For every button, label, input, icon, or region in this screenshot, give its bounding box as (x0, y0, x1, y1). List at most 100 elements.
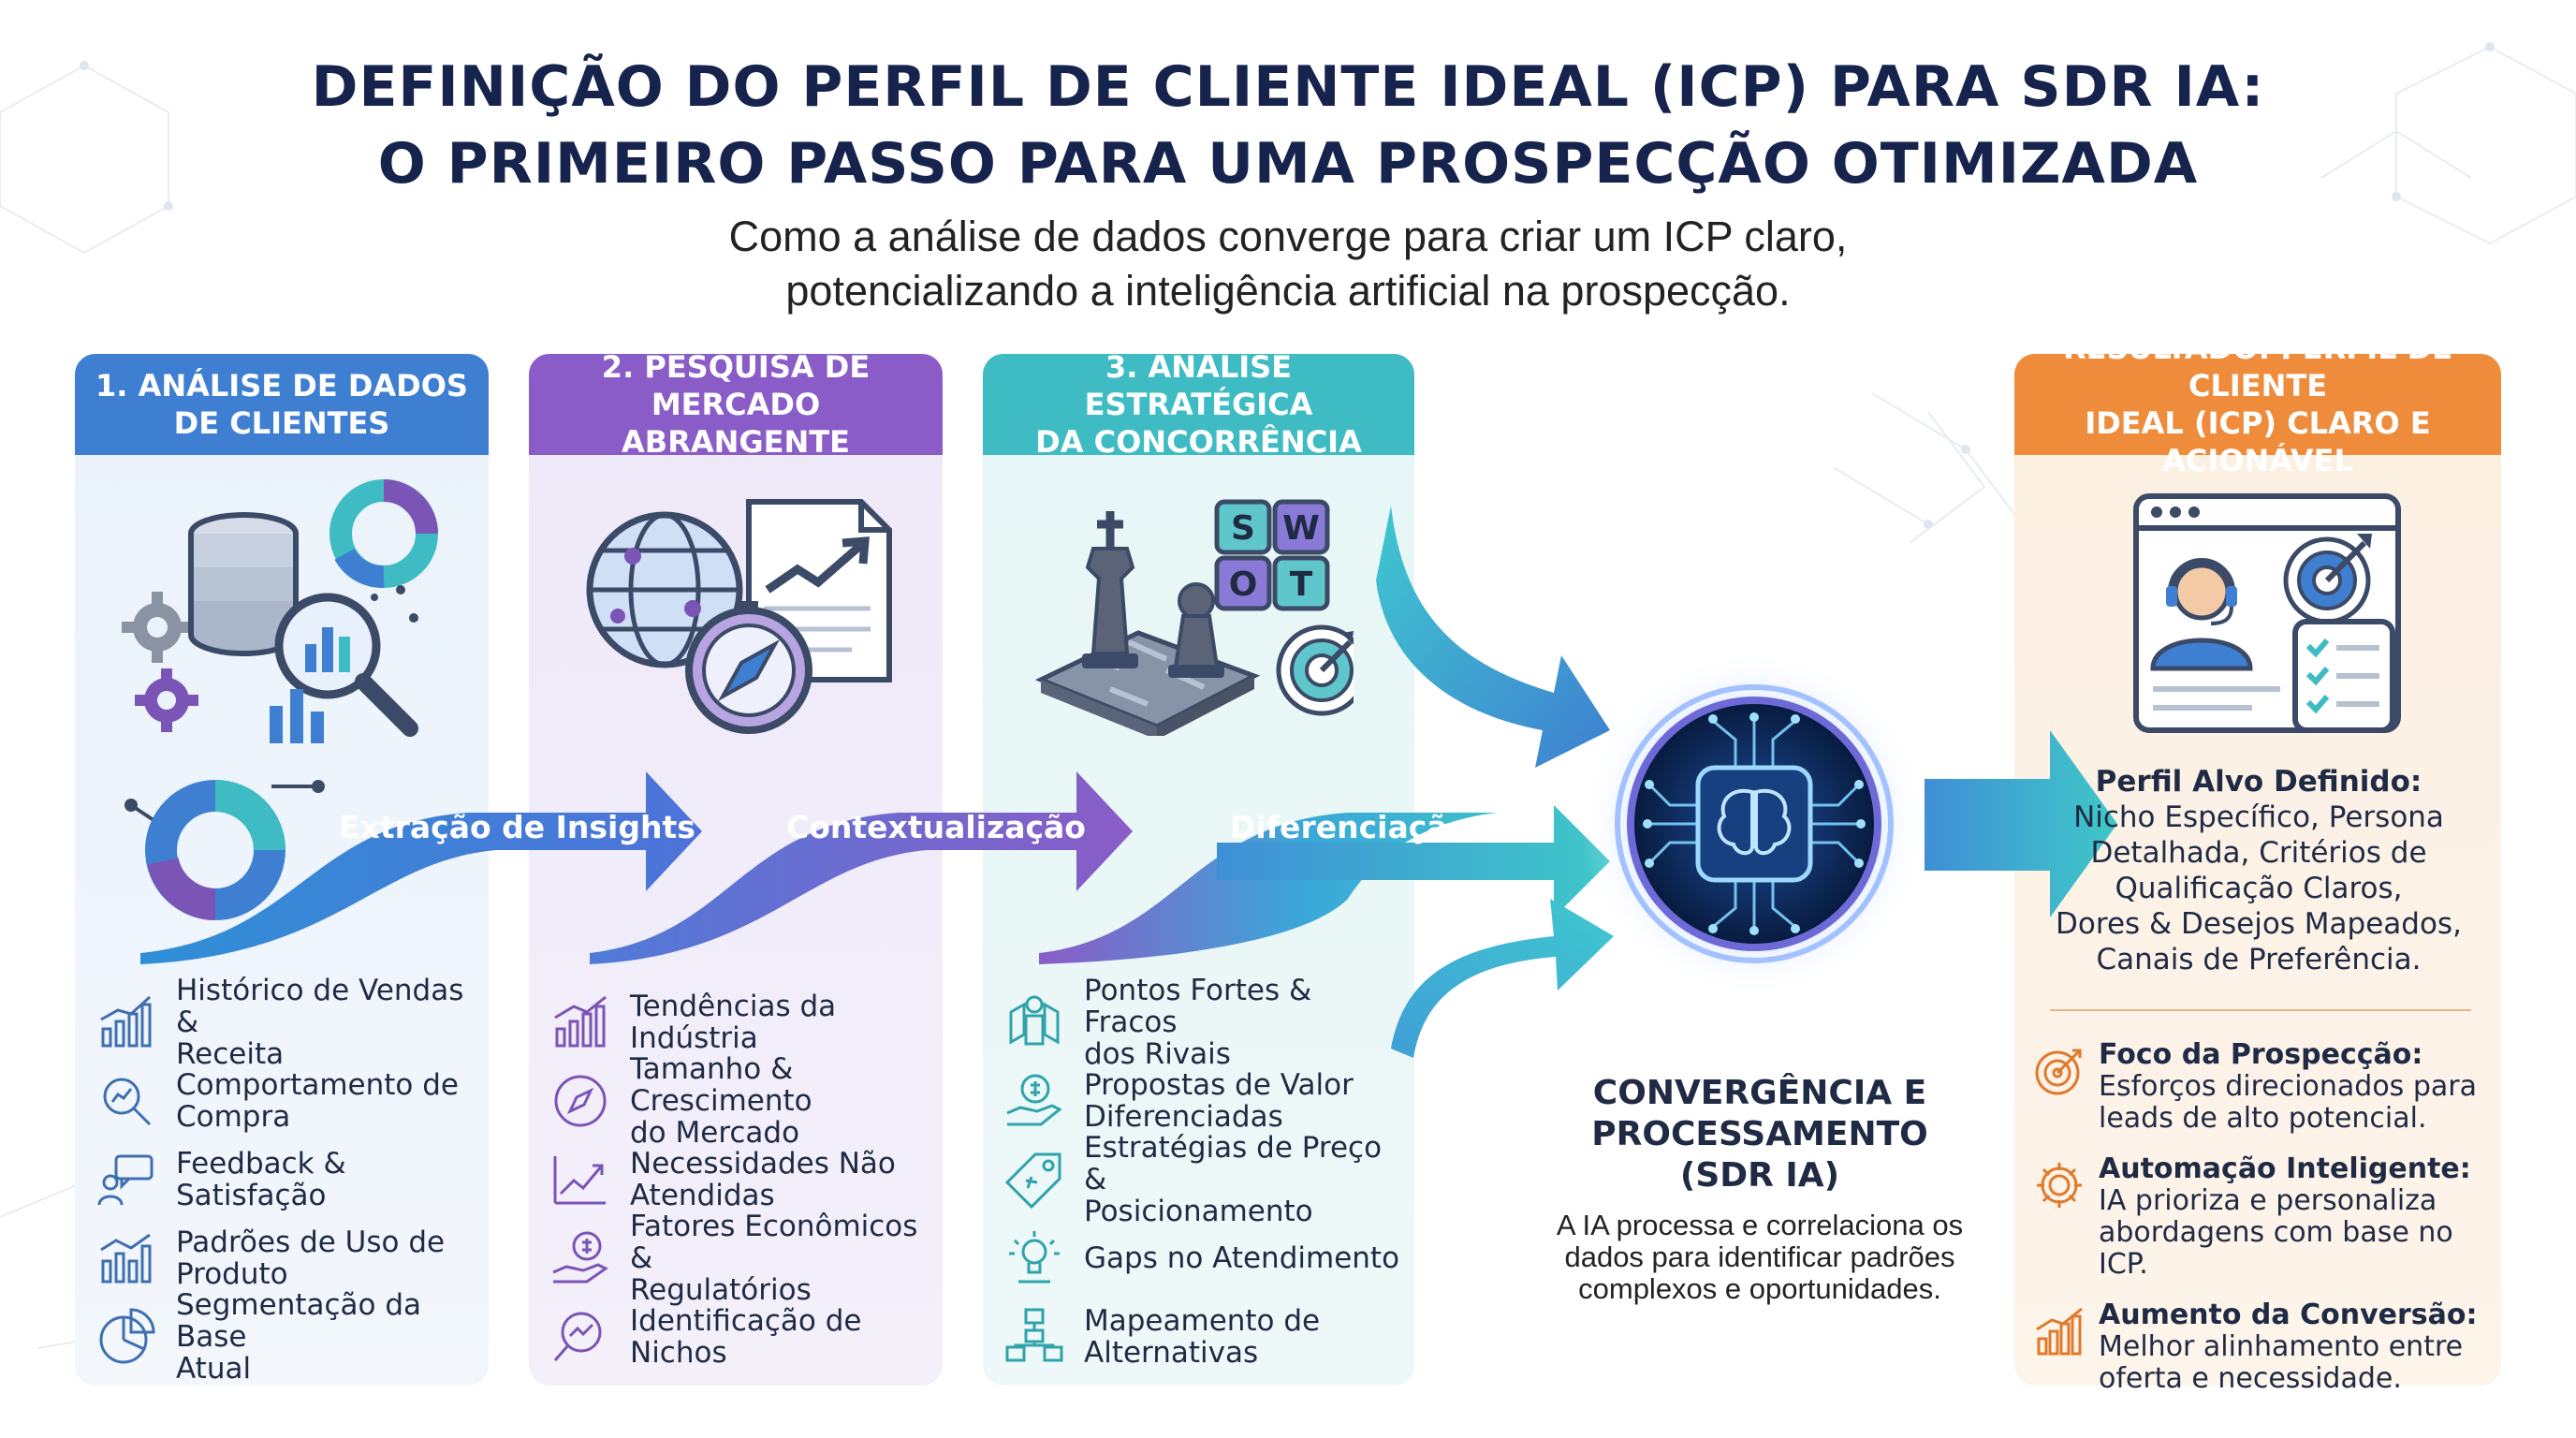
profile-line: Dores & Desejos Mapeados, (2056, 907, 2462, 941)
list-item-line-1: Segmentação da Base (176, 1288, 422, 1354)
list-item-line-1: Gaps no Atendimento (1084, 1241, 1400, 1275)
convergence-title-line-1: CONVERGÊNCIA E (1592, 1074, 1927, 1112)
list-item-line-1: Identificação de Nichos (630, 1304, 862, 1370)
list-item-line-2: Compra (176, 1100, 291, 1134)
profile-line: Detalhada, Critérios de (2090, 836, 2427, 870)
bar-chart-icon (100, 995, 152, 1048)
chess-pawn-icon (1168, 582, 1224, 678)
price-tag-icon (1004, 1152, 1061, 1210)
list-item-line-1: Tamanho & Crescimento (630, 1052, 812, 1118)
convergence-desc-line-3: complexos e oportunidades. (1578, 1272, 1941, 1305)
result-item: Automação Inteligente: IA prioriza e per… (2033, 1153, 2492, 1281)
profile-line: Canais de Preferência. (2096, 943, 2422, 976)
column-header-line-2: ABRANGENTE (622, 424, 850, 460)
page-title: DEFINIÇÃO DO PERFIL DE CLIENTE IDEAL (IC… (0, 49, 2576, 202)
flow-label-context: Contextualização (786, 809, 1086, 845)
result-item: Aumento da Conversão: Melhor alinhamento… (2033, 1299, 2492, 1395)
list-item-line-1: Pontos Fortes & Fracos (1084, 974, 1312, 1039)
flow-label-insights: Extração de Insights (339, 809, 695, 845)
compass-icon (554, 1075, 607, 1127)
list-item-line-2: Indústria (630, 1021, 758, 1055)
column-header-line-1: 3. ANÁLISE ESTRATÉGICA (1084, 354, 1313, 422)
target-icon (2283, 534, 2372, 624)
list-item-line-2: do Mercado (630, 1116, 800, 1150)
list-item-line-2: Regulatórios (630, 1273, 812, 1307)
sdr-dashboard-illustration (2133, 493, 2401, 733)
result-item-title: Foco da Prospecção: (2099, 1038, 2423, 1071)
magnifier-bars-icon (270, 593, 418, 743)
competition-strategy-illustration: S W O T (1035, 499, 1354, 736)
compass-icon (685, 601, 812, 734)
column-header-line-1: 2. PESQUISA DE MERCADO (601, 354, 871, 422)
convergence-title-line-2: PROCESSAMENTO (1591, 1115, 1928, 1153)
result-item-text: IA prioriza e personaliza abordagens com… (2099, 1184, 2453, 1281)
niche-search-icon (553, 1312, 602, 1361)
list-item-line-2: dos Rivais (1084, 1037, 1231, 1071)
profile-summary: Perfil Alvo Definido: Nicho Específico, … (2029, 764, 2488, 977)
convergence-title-line-3: (SDR IA) (1679, 1156, 1840, 1195)
lightbulb-person-icon (1009, 1231, 1060, 1284)
magnifier-chart-icon (103, 1078, 152, 1126)
list-item-line-2: Alternativas (1084, 1336, 1259, 1370)
chessboard-icon (1035, 630, 1261, 736)
list-item-line-2: Diferenciadas (1084, 1100, 1283, 1134)
feedback-chat-icon (97, 1154, 154, 1206)
list-item-line-1: Tendências da (630, 990, 837, 1023)
profile-line: Qualificação Claros, (2115, 872, 2403, 905)
list-item: Gaps no Atendimento (1003, 1219, 1405, 1298)
list-item-line-1: Feedback & Satisfação (176, 1147, 346, 1212)
result-item: Foco da Prospecção: Esforços direcionado… (2033, 1039, 2492, 1135)
result-item-title: Aumento da Conversão: (2099, 1299, 2478, 1331)
list-item: Estratégias de Preço &Posicionamento (1003, 1132, 1405, 1227)
trend-bars-icon (554, 995, 607, 1048)
gear-icon (122, 592, 198, 732)
profile-heading: Perfil Alvo Definido: (2095, 765, 2422, 799)
list-item-line-2: Receita (176, 1037, 285, 1071)
profile-line: Nicho Específico, Persona (2073, 800, 2444, 834)
convergence-title: CONVERGÊNCIA E PROCESSAMENTO (SDR IA) (1554, 1073, 1966, 1196)
market-research-illustration (586, 499, 892, 734)
money-hand-icon (552, 1231, 608, 1284)
page-subtitle: Como a análise de dados converge para cr… (0, 210, 2576, 318)
flow-label-differentiation: Diferenciação (1230, 809, 1470, 845)
result-item-text: Melhor alinhamento entre oferta e necess… (2099, 1330, 2464, 1395)
strength-weakness-icon (1009, 995, 1060, 1046)
list-item-line-1: Estratégias de Preço & (1084, 1131, 1383, 1196)
list-item-line-1: Propostas de Valor (1084, 1068, 1354, 1102)
page-subtitle-line-2: potencializando a inteligência artificia… (785, 267, 1791, 315)
page-title-line-2: O PRIMEIRO PASSO PARA UMA PROSPECÇÃO OTI… (377, 131, 2199, 197)
convergence-description: A IA processa e correlaciona os dados pa… (1535, 1210, 1984, 1305)
convergence-desc-line-2: dados para identificar padrões (1564, 1240, 1955, 1273)
growth-chart-icon (553, 1156, 606, 1205)
list-item-line-2: Posicionamento (1084, 1195, 1313, 1228)
result-benefits-list: Foco da Prospecção: Esforços direcionado… (2033, 1039, 2492, 1414)
list-item: Histórico de Vendas &Receita (95, 975, 479, 1070)
swot-o: O (1229, 565, 1258, 604)
usage-chart-icon (100, 1233, 152, 1284)
target-icon (1276, 624, 1354, 716)
list-item-line-1: Necessidades Não (630, 1147, 896, 1181)
list-item-line-1: Fatores Econômicos & (630, 1210, 918, 1275)
value-hand-icon (1006, 1074, 1062, 1126)
headset-agent-icon (2150, 558, 2253, 671)
database-analytics-illustration (122, 479, 438, 743)
column-header-line-1: 1. ANÁLISE DE DADOS (95, 368, 468, 404)
list-item-line-1: Mapeamento de (1084, 1304, 1321, 1338)
database-icon (188, 512, 299, 656)
swot-w: W (1282, 509, 1320, 548)
pie-chart-icon (99, 1308, 155, 1364)
list-item: Feedback & Satisfação (95, 1140, 479, 1219)
column-header-line-2: DE CLIENTES (173, 405, 390, 441)
